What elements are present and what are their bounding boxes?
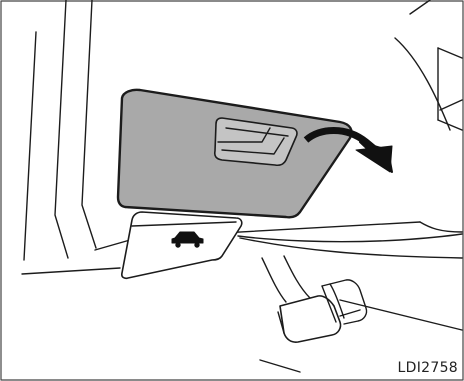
right-trim	[395, 0, 462, 130]
fuse-cover	[118, 90, 352, 217]
brake-pedal	[262, 256, 367, 342]
figure-code: LDI2758	[396, 360, 458, 375]
hood-release	[122, 212, 242, 278]
left-pillar	[22, 0, 120, 274]
